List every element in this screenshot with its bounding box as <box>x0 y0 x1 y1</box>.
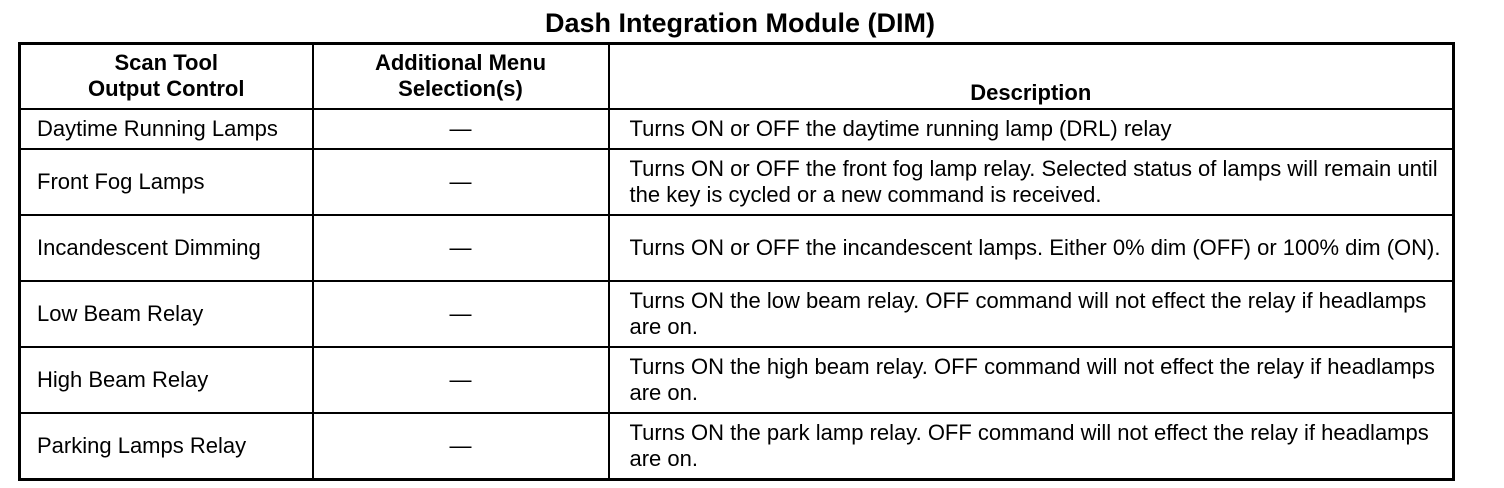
table-row: High Beam Relay — Turns ON the high beam… <box>18 346 1455 414</box>
table-row: Front Fog Lamps — Turns ON or OFF the fr… <box>18 148 1455 216</box>
description-cell: Turns ON or OFF the front fog lamp relay… <box>607 148 1455 216</box>
output-control-cell: Daytime Running Lamps <box>18 108 314 150</box>
output-control-cell: Low Beam Relay <box>18 280 314 348</box>
description-cell: Turns ON or OFF the daytime running lamp… <box>607 108 1455 150</box>
description-cell: Turns ON the high beam relay. OFF comman… <box>607 346 1455 414</box>
table-header-row: Scan Tool Output Control Additional Menu… <box>18 42 1455 110</box>
table-row: Low Beam Relay — Turns ON the low beam r… <box>18 280 1455 348</box>
description-cell: Turns ON or OFF the incandescent lamps. … <box>607 214 1455 282</box>
output-control-table: Scan Tool Output Control Additional Menu… <box>18 42 1455 481</box>
output-control-cell: Front Fog Lamps <box>18 148 314 216</box>
output-control-cell: Incandescent Dimming <box>18 214 314 282</box>
table-row: Parking Lamps Relay — Turns ON the park … <box>18 412 1455 481</box>
menu-selection-cell: — <box>311 346 610 414</box>
output-control-cell: High Beam Relay <box>18 346 314 414</box>
header-line: Scan Tool <box>114 50 219 75</box>
header-line: Output Control <box>88 76 245 101</box>
table-row: Daytime Running Lamps — Turns ON or OFF … <box>18 108 1455 150</box>
menu-selection-cell: — <box>311 108 610 150</box>
menu-selection-cell: — <box>311 214 610 282</box>
output-control-cell: Parking Lamps Relay <box>18 412 314 481</box>
menu-selection-cell: — <box>311 280 610 348</box>
header-description: Description <box>607 42 1455 110</box>
header-additional-menu-selections: Additional Menu Selection(s) <box>311 42 610 110</box>
menu-selection-cell: — <box>311 148 610 216</box>
header-scan-tool-output-control: Scan Tool Output Control <box>18 42 314 110</box>
page-title: Dash Integration Module (DIM) <box>545 8 935 38</box>
header-line: Additional Menu <box>374 50 547 75</box>
description-cell: Turns ON the low beam relay. OFF command… <box>607 280 1455 348</box>
menu-selection-cell: — <box>311 412 610 481</box>
header-line: Selection(s) <box>398 76 523 101</box>
table-row: Incandescent Dimming — Turns ON or OFF t… <box>18 214 1455 282</box>
description-cell: Turns ON the park lamp relay. OFF comman… <box>607 412 1455 481</box>
